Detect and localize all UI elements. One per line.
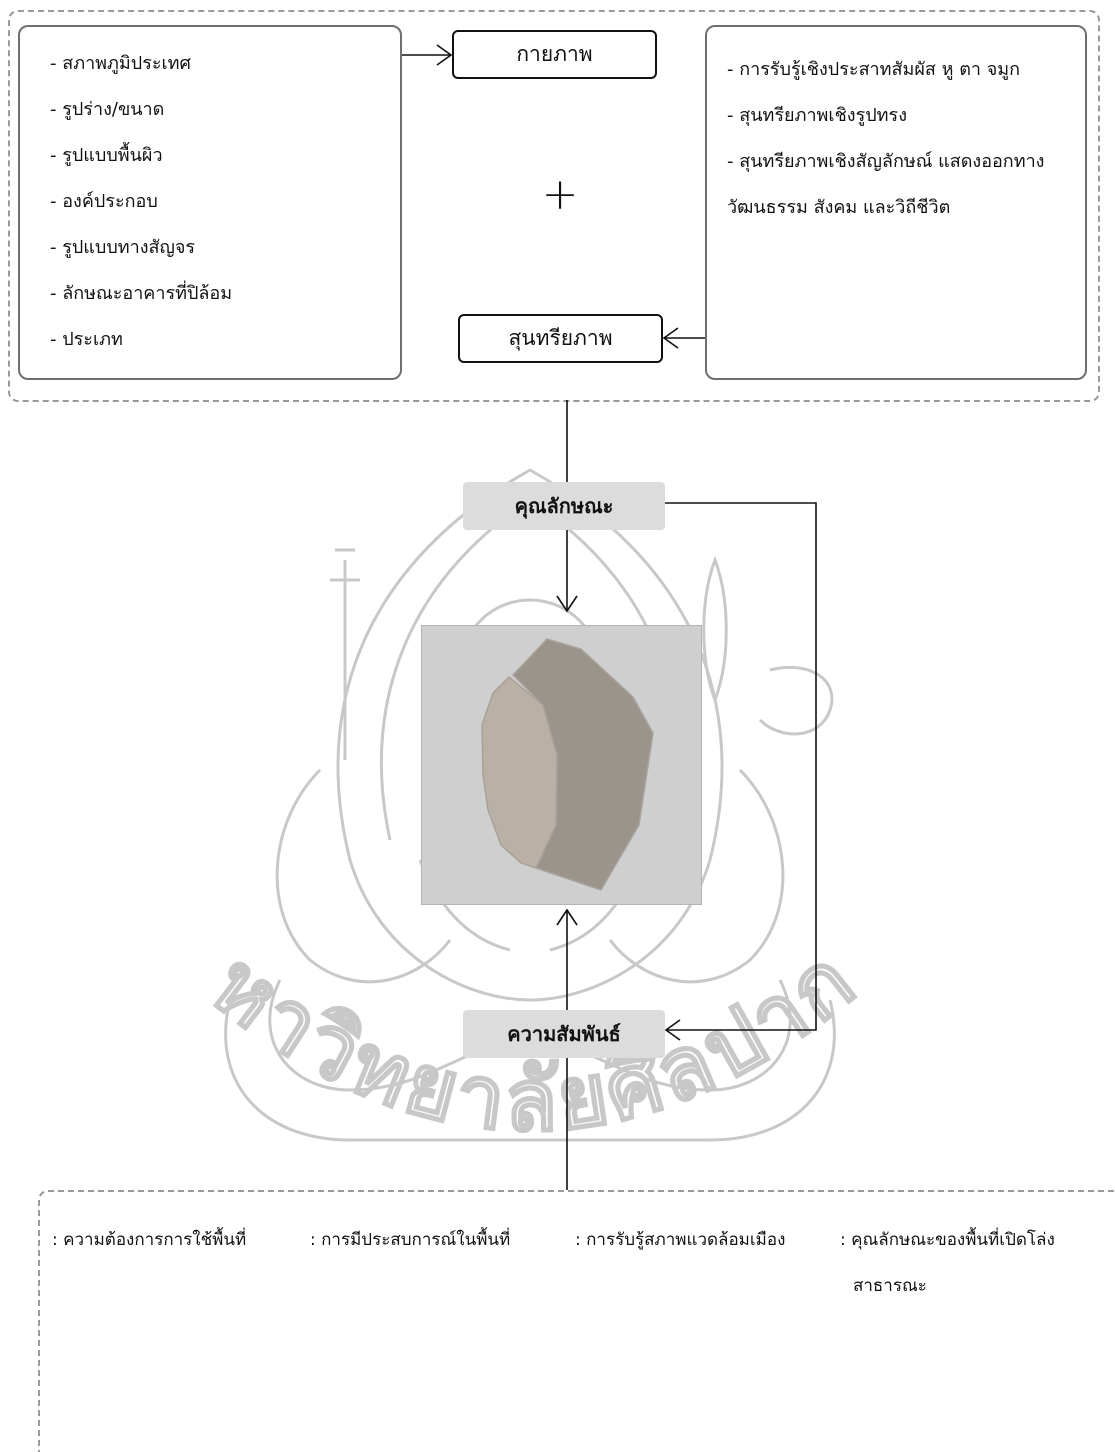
bottom-item-perception: : การรับรู้สภาพแวดล้อมเมือง	[575, 1230, 786, 1250]
list-item: - สภาพภูมิประเทศ	[50, 53, 191, 74]
bottom-group-frame	[38, 1190, 1115, 1452]
list-item: - ประเภท	[50, 329, 123, 350]
bottom-item-experience: : การมีประสบการณ์ในพื้นที่	[310, 1230, 511, 1250]
list-item: - รูปแบบทางสัญจร	[50, 237, 196, 258]
connector-lines	[402, 44, 817, 1190]
aesthetic-line: - สุนทรียภาพเชิงรูปทรง	[727, 105, 907, 126]
list-item: - องค์ประกอบ	[50, 191, 158, 212]
top-group-frame	[8, 10, 1100, 402]
relationship-label: ความสัมพันธ์	[463, 1010, 665, 1058]
plus-symbol: +	[541, 169, 579, 220]
physical-factors-list: - สภาพภูมิประเทศ - รูปร่าง/ขนาด - รูปแบบ…	[50, 41, 400, 363]
characteristics-label: คุณลักษณะ	[463, 482, 665, 530]
aesthetic-line: - สุนทรียภาพเชิงสัญลักษณ์ แสดงออกทาง	[727, 151, 1045, 172]
bottom-item-usage-needs: : ความต้องการการใช้พื้นที่	[52, 1230, 247, 1250]
list-item: - รูปร่าง/ขนาด	[50, 99, 165, 120]
aesthetic-label: สุนทรียภาพ	[458, 314, 663, 363]
figure-left-shape	[481, 675, 558, 869]
abstract-space-figure	[421, 625, 702, 905]
physical-factors-box: - สภาพภูมิประเทศ - รูปร่าง/ขนาด - รูปแบบ…	[18, 25, 402, 380]
bottom-item-open-space: : คุณลักษณะของพื้นที่เปิดโล่ง	[840, 1230, 1055, 1250]
list-item: - ลักษณะอาคารที่ปิล้อม	[50, 283, 233, 304]
aesthetic-factors-box: - การรับรู้เชิงประสาทสัมผัส หู ตา จมูก -…	[705, 25, 1087, 380]
aesthetic-line: - การรับรู้เชิงประสาทสัมผัส หู ตา จมูก	[727, 59, 1021, 80]
bottom-item-open-space-cont: สาธารณะ	[853, 1276, 927, 1296]
list-item: - รูปแบบพื้นผิว	[50, 145, 163, 166]
aesthetic-line: วัฒนธรรม สังคม และวิถีชีวิต	[727, 197, 951, 218]
physical-label: กายภาพ	[452, 30, 657, 79]
